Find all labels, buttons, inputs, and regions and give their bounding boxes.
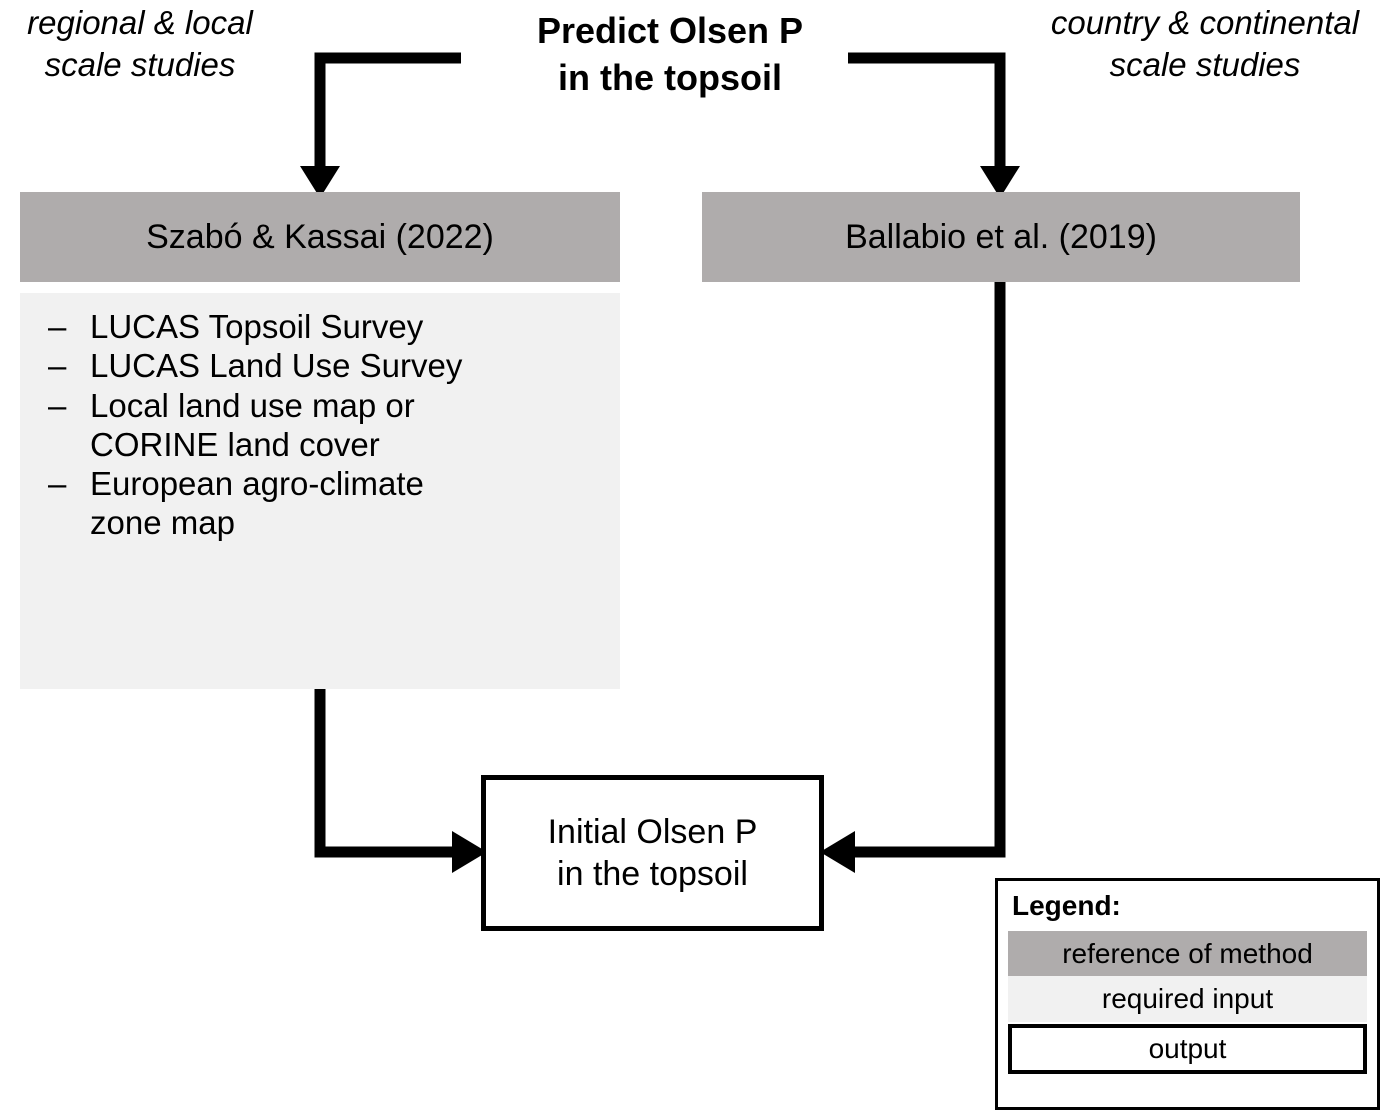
reference-box-ballabio: Ballabio et al. (2019) [702, 192, 1300, 282]
bullet-dash-icon: – [48, 347, 67, 385]
legend: Legend: reference of method required inp… [995, 878, 1380, 1110]
diagram-title: Predict Olsen P in the topsoil [536, 10, 804, 98]
required-input-box-szabo: – LUCAS Topsoil Survey – LUCAS Land Use … [20, 293, 620, 689]
arrow-ballabio-to-output-head [820, 831, 855, 873]
output-box-initial-olsen-p: Initial Olsen P in the topsoil [481, 775, 824, 931]
list-item: – European agro-climate zone map [20, 464, 620, 543]
input-label: LUCAS Topsoil Survey [90, 308, 424, 345]
bullet-dash-icon: – [48, 465, 67, 503]
bullet-dash-icon: – [48, 308, 67, 345]
legend-item-output: output [1008, 1024, 1367, 1074]
annotation-left-scale: regional & local scale studies [27, 4, 253, 84]
arrow-ballabio-to-output-path [855, 282, 1006, 858]
list-item: – LUCAS Land Use Survey [20, 346, 620, 385]
legend-item-required-input: required input [1008, 976, 1367, 1023]
bullet-dash-icon: – [48, 386, 67, 424]
input-label: LUCAS Land Use Survey [90, 347, 463, 385]
list-item: – Local land use map or CORINE land cove… [20, 386, 620, 465]
input-label: European agro-climate zone map [90, 465, 424, 542]
list-item: – LUCAS Topsoil Survey [20, 307, 620, 346]
annotation-right-scale: country & continental scale studies [1050, 4, 1360, 84]
arrow-title-to-ballabio-path [848, 52, 1006, 166]
arrow-inputs-to-output-path [314, 688, 452, 858]
input-label: Local land use map or CORINE land cover [90, 386, 415, 463]
reference-box-szabo-kassai: Szabó & Kassai (2022) [20, 192, 620, 282]
legend-title: Legend: [1012, 890, 1121, 921]
arrow-title-to-szabo-path [314, 52, 461, 166]
legend-item-reference-of-method: reference of method [1008, 930, 1367, 977]
